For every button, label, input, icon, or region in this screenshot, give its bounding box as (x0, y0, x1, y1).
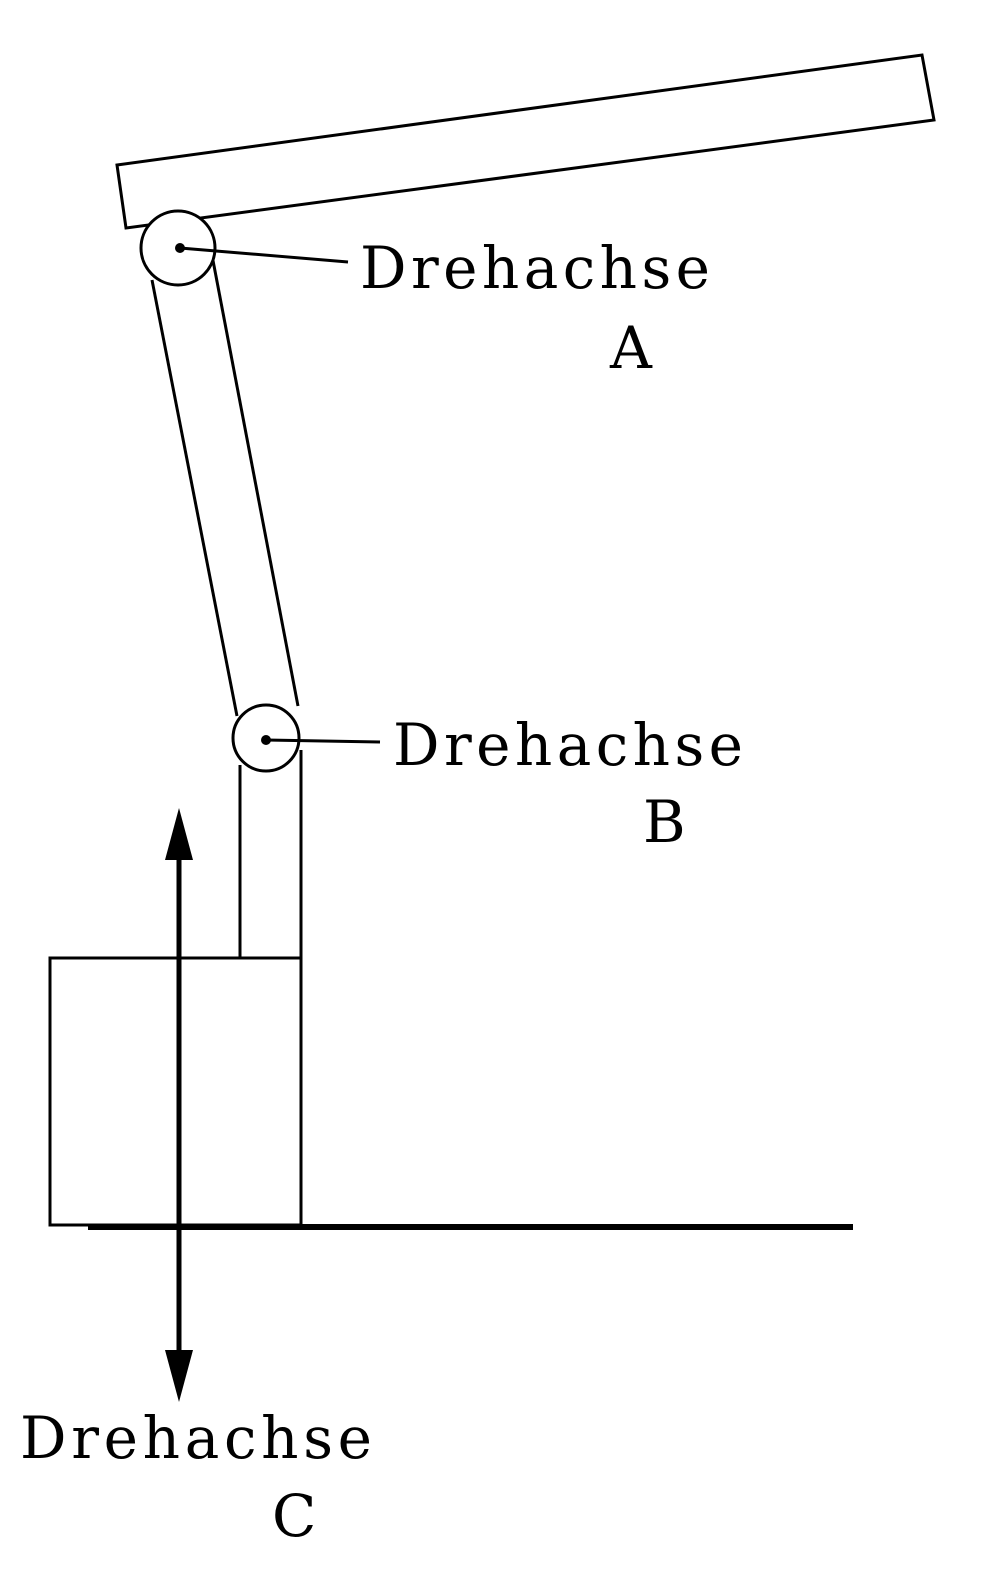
middle-arm-right-edge (209, 249, 300, 707)
axis-b-letter: B (643, 788, 686, 856)
axis-c-letter: C (272, 1482, 316, 1550)
top-arm-segment (115, 53, 936, 230)
base-box (48, 956, 303, 1227)
joint-b-leader-line (265, 738, 381, 744)
axis-b-label: Drehachse (393, 711, 743, 779)
arrow-up-head-icon (165, 808, 193, 860)
middle-arm-left-edge (150, 279, 239, 717)
axis-a-label: Drehachse (360, 234, 710, 302)
joint-a-leader-line (179, 246, 349, 264)
axis-c-label: Drehachse (20, 1404, 372, 1472)
axis-a-letter: A (609, 314, 653, 382)
arrow-down-head-icon (165, 1350, 193, 1402)
